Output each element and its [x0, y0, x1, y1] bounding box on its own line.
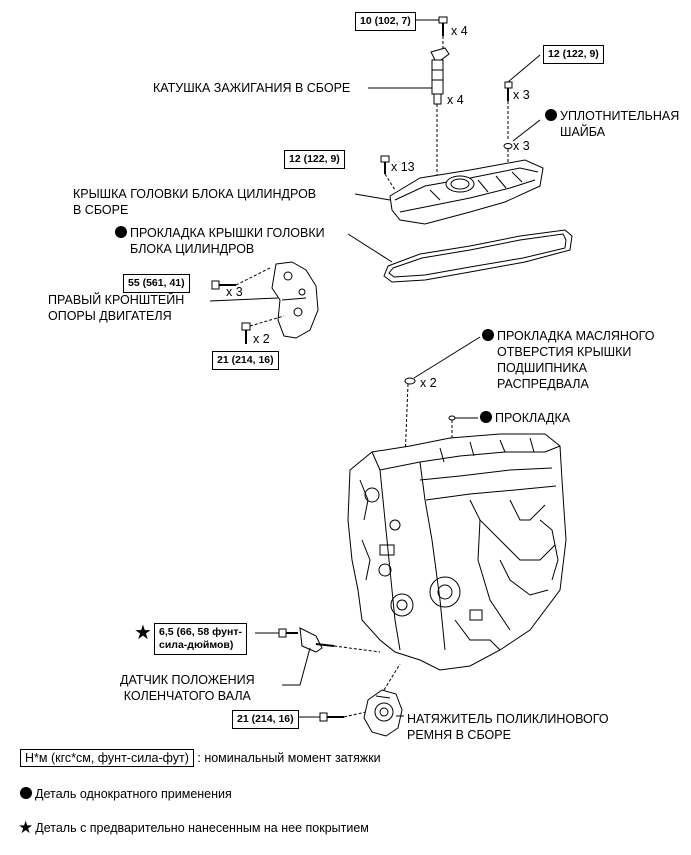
qty-ignition-coils: x 4: [447, 93, 464, 107]
torque-spec-sensor-line1: 6,5 (66, 58 фунт-: [159, 626, 242, 638]
legend-torque-units: Н*м (кгс*см, фунт-сила-фут) : номинальны…: [20, 749, 381, 767]
oil-hole-gasket-icon: [404, 377, 416, 385]
label-cover-gasket: ПРОКЛАДКА КРЫШКИ ГОЛОВКИ БЛОКА ЦИЛИНДРОВ: [115, 225, 325, 257]
ignition-coil-icon: [430, 47, 450, 105]
label-gasket: ПРОКЛАДКА: [480, 410, 570, 426]
label-tensioner-line2: РЕМНЯ В СБОРЕ: [407, 728, 511, 742]
label-oil-gasket-line4: РАСПРЕДВАЛА: [497, 377, 589, 391]
label-sensor-line2: КОЛЕНЧАТОГО ВАЛА: [123, 689, 251, 703]
crankshaft-position-sensor-icon: [299, 627, 335, 653]
label-cylinder-head-cover: КРЫШКА ГОЛОВКИ БЛОКА ЦИЛИНДРОВ В СБОРЕ: [73, 186, 316, 218]
label-oil-gasket-line3: ПОДШИПНИКА: [497, 361, 587, 375]
bolt-icon: [438, 16, 448, 36]
qty-bracket-bolts: x 3: [226, 285, 243, 299]
label-seal-washer-line2: ШАЙБА: [560, 125, 606, 139]
bolt-icon: [504, 81, 513, 101]
label-gasket-text: ПРОКЛАДКА: [495, 411, 571, 425]
label-bracket-line1: ПРАВЫЙ КРОНШТЕЙН: [48, 293, 185, 307]
label-oil-gasket-line1: ПРОКЛАДКА МАСЛЯНОГО: [497, 329, 655, 343]
label-bracket-line2: ОПОРЫ ДВИГАТЕЛЯ: [48, 309, 172, 323]
single-use-dot-icon: [20, 787, 32, 799]
belt-tensioner-icon: [363, 689, 403, 737]
label-cover-line2: В СБОРЕ: [73, 203, 129, 217]
torque-spec-cover-bolts-right: 12 (122, 9): [543, 45, 604, 64]
label-tensioner-line1: НАТЯЖИТЕЛЬ ПОЛИКЛИНОВОГО: [407, 712, 609, 726]
legend-single-use: Деталь однократного применения: [20, 786, 232, 802]
gasket-icon: [448, 415, 456, 421]
label-ignition-coil: КАТУШКА ЗАЖИГАНИЯ В СБОРЕ: [153, 81, 351, 95]
single-use-dot-icon: [545, 109, 557, 121]
bolt-icon: [211, 280, 236, 290]
bolt-icon: [319, 712, 344, 722]
cylinder-head-cover-icon: [389, 159, 544, 225]
label-oil-gasket-line2: ОТВЕРСТИЯ КРЫШКИ: [497, 345, 632, 359]
torque-spec-tensioner: 21 (214, 16): [232, 710, 299, 729]
legend-unit-text: : номинальный момент затяжки: [197, 751, 381, 765]
label-cover-line1: КРЫШКА ГОЛОВКИ БЛОКА ЦИЛИНДРОВ: [73, 187, 317, 201]
qty-ignition-bolts: x 4: [451, 24, 468, 38]
cover-gasket-icon: [383, 229, 573, 283]
legend-precoated: ★Деталь с предварительно нанесенным на н…: [18, 818, 369, 837]
label-sensor-line1: ДАТЧИК ПОЛОЖЕНИЯ: [120, 673, 255, 687]
label-crankshaft-sensor: ДАТЧИК ПОЛОЖЕНИЯ КОЛЕНЧАТОГО ВАЛА: [120, 672, 255, 704]
bolt-icon: [380, 155, 390, 174]
seal-washer-icon: [503, 143, 513, 149]
label-belt-tensioner: НАТЯЖИТЕЛЬ ПОЛИКЛИНОВОГО РЕМНЯ В СБОРЕ: [407, 711, 609, 743]
single-use-dot-icon: [480, 411, 492, 423]
torque-spec-sensor: 6,5 (66, 58 фунт- сила-дюймов): [154, 623, 247, 655]
single-use-dot-icon: [115, 226, 127, 238]
legend-precoated-text: Деталь с предварительно нанесенным на не…: [35, 821, 369, 835]
bolt-icon: [241, 322, 251, 344]
torque-spec-cover-bolts: 12 (122, 9): [284, 150, 345, 169]
legend-unit-box: Н*м (кгс*см, фунт-сила-фут): [20, 749, 194, 767]
qty-oil-hole-gaskets: x 2: [420, 376, 437, 390]
label-seal-washer-line1: УПЛОТНИТЕЛЬНАЯ: [560, 109, 680, 123]
qty-cover-bolts: x 13: [391, 160, 415, 174]
qty-seal-washers: x 3: [513, 139, 530, 153]
engine-mount-bracket-icon: [271, 261, 319, 339]
torque-spec-ignition-coil: 10 (102, 7): [355, 12, 416, 31]
engine-assembly-icon: [347, 433, 567, 671]
label-seal-washer: УПЛОТНИТЕЛЬНАЯ ШАЙБА: [545, 108, 679, 140]
label-cover-gasket-line1: ПРОКЛАДКА КРЫШКИ ГОЛОВКИ: [130, 226, 325, 240]
precoated-star-icon: ★: [134, 622, 152, 644]
label-cover-gasket-line2: БЛОКА ЦИЛИНДРОВ: [130, 242, 255, 256]
bolt-icon: [278, 628, 298, 638]
torque-spec-sensor-line2: сила-дюймов): [159, 639, 234, 651]
precoated-star-icon: ★: [18, 818, 34, 837]
qty-bracket-lower-bolts: x 2: [253, 332, 270, 346]
label-oil-hole-gasket: ПРОКЛАДКА МАСЛЯНОГО ОТВЕРСТИЯ КРЫШКИ ПОД…: [482, 328, 654, 392]
torque-spec-bracket-lower: 21 (214, 16): [212, 351, 279, 370]
single-use-dot-icon: [482, 329, 494, 341]
label-engine-mount-bracket: ПРАВЫЙ КРОНШТЕЙН ОПОРЫ ДВИГАТЕЛЯ: [48, 292, 184, 324]
qty-cover-bolts-right: x 3: [513, 88, 530, 102]
legend-single-use-text: Деталь однократного применения: [35, 787, 232, 801]
torque-spec-bracket-bolts: 55 (561, 41): [123, 274, 190, 293]
